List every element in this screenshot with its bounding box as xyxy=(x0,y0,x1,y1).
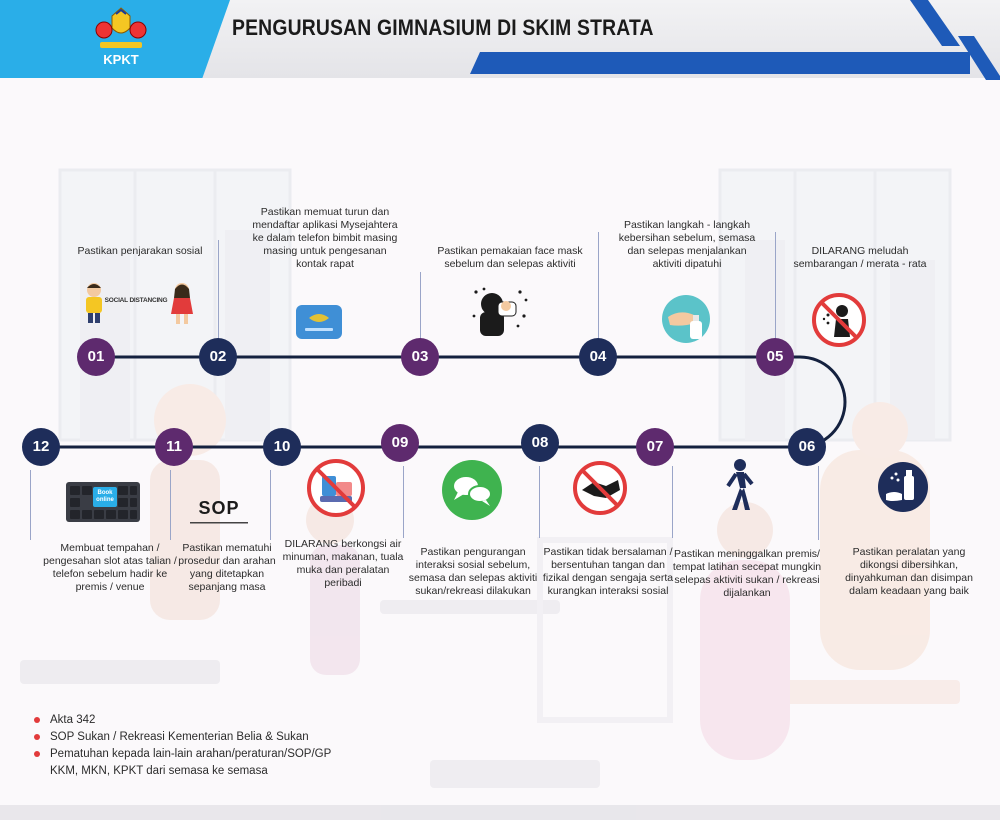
walking-person-icon xyxy=(726,459,754,510)
connector-line xyxy=(218,240,219,340)
step-text-04: Pastikan langkah - langkah kebersihan se… xyxy=(618,219,756,270)
sop-label: SOP xyxy=(198,498,240,518)
step-number-06: 06 xyxy=(788,428,826,466)
step-number-11: 11 xyxy=(155,428,193,466)
step-text-11: Pastikan mematuhi prosedur dan arahan ya… xyxy=(178,542,276,593)
chat-bubbles-icon xyxy=(442,460,502,520)
sop-icon xyxy=(190,522,248,524)
no-handshake-icon xyxy=(573,461,627,515)
step-number-04: 04 xyxy=(579,338,617,376)
social-distancing-label: SOCIAL DISTANCING xyxy=(104,297,168,304)
book-online-label: Book online xyxy=(96,490,114,503)
connector-line xyxy=(420,272,421,340)
step-text-06: Pastikan peralatan yang dikongsi dibersi… xyxy=(845,546,973,597)
reference-list: Akta 342 SOP Sukan / Rekreasi Kementeria… xyxy=(34,712,340,780)
connector-line xyxy=(775,232,776,340)
connector-line xyxy=(270,470,271,540)
page-title: PENGURUSAN GIMNASIUM DI SKIM STRATA xyxy=(232,15,654,40)
step-text-01: Pastikan penjarakan sosial xyxy=(77,245,203,257)
step-text-12: Membuat tempahan / pengesahan slot atas … xyxy=(43,542,177,593)
connector-line xyxy=(170,470,171,540)
no-spitting-icon xyxy=(812,293,866,347)
step-text-02: Pastikan memuat turun dan mendaftar apli… xyxy=(252,206,398,270)
step-number-07: 07 xyxy=(636,428,674,466)
logo-text: KPKT xyxy=(103,52,139,67)
step-text-05: DILARANG meludah sembarangan / merata - … xyxy=(793,245,927,270)
connector-line xyxy=(818,466,819,540)
step-number-08: 08 xyxy=(521,424,559,462)
connector-line xyxy=(539,466,540,538)
reference-item: SOP Sukan / Rekreasi Kementerian Belia &… xyxy=(34,729,340,746)
step-text-10: DILARANG berkongsi air minuman, makanan,… xyxy=(282,538,404,589)
hand-sanitizer-icon xyxy=(662,295,710,343)
no-sharing-icon xyxy=(307,459,365,517)
coat-of-arms-icon xyxy=(95,7,147,48)
online-booking-keyboard-icon xyxy=(66,482,140,522)
step-number-10: 10 xyxy=(263,428,301,466)
header-decor-stripes xyxy=(910,0,1000,80)
step-number-12: 12 xyxy=(22,428,60,466)
reference-item: Akta 342 xyxy=(34,712,340,729)
reference-item: Pematuhan kepada lain-lain arahan/peratu… xyxy=(34,746,340,780)
connector-line xyxy=(598,232,599,340)
step-number-02: 02 xyxy=(199,338,237,376)
face-mask-icon xyxy=(472,287,528,336)
step-number-01: 01 xyxy=(77,338,115,376)
disinfect-spray-icon xyxy=(878,462,928,512)
step-text-08: Pastikan tidak bersalaman / bersentuhan … xyxy=(542,546,674,597)
connector-line xyxy=(30,470,31,540)
mysejahtera-app-icon xyxy=(296,305,342,339)
social-distancing-icon xyxy=(86,283,193,324)
step-number-05: 05 xyxy=(756,338,794,376)
step-text-07: Pastikan meninggalkan premis/ tempat lat… xyxy=(672,548,822,599)
step-text-09: Pastikan pengurangan interaksi sosial se… xyxy=(408,546,538,597)
step-number-09: 09 xyxy=(381,424,419,462)
step-number-03: 03 xyxy=(401,338,439,376)
connector-line xyxy=(672,466,673,538)
connector-line xyxy=(403,466,404,538)
step-text-03: Pastikan pemakaian face mask sebelum dan… xyxy=(437,245,583,270)
header-blue-bar xyxy=(470,52,970,74)
